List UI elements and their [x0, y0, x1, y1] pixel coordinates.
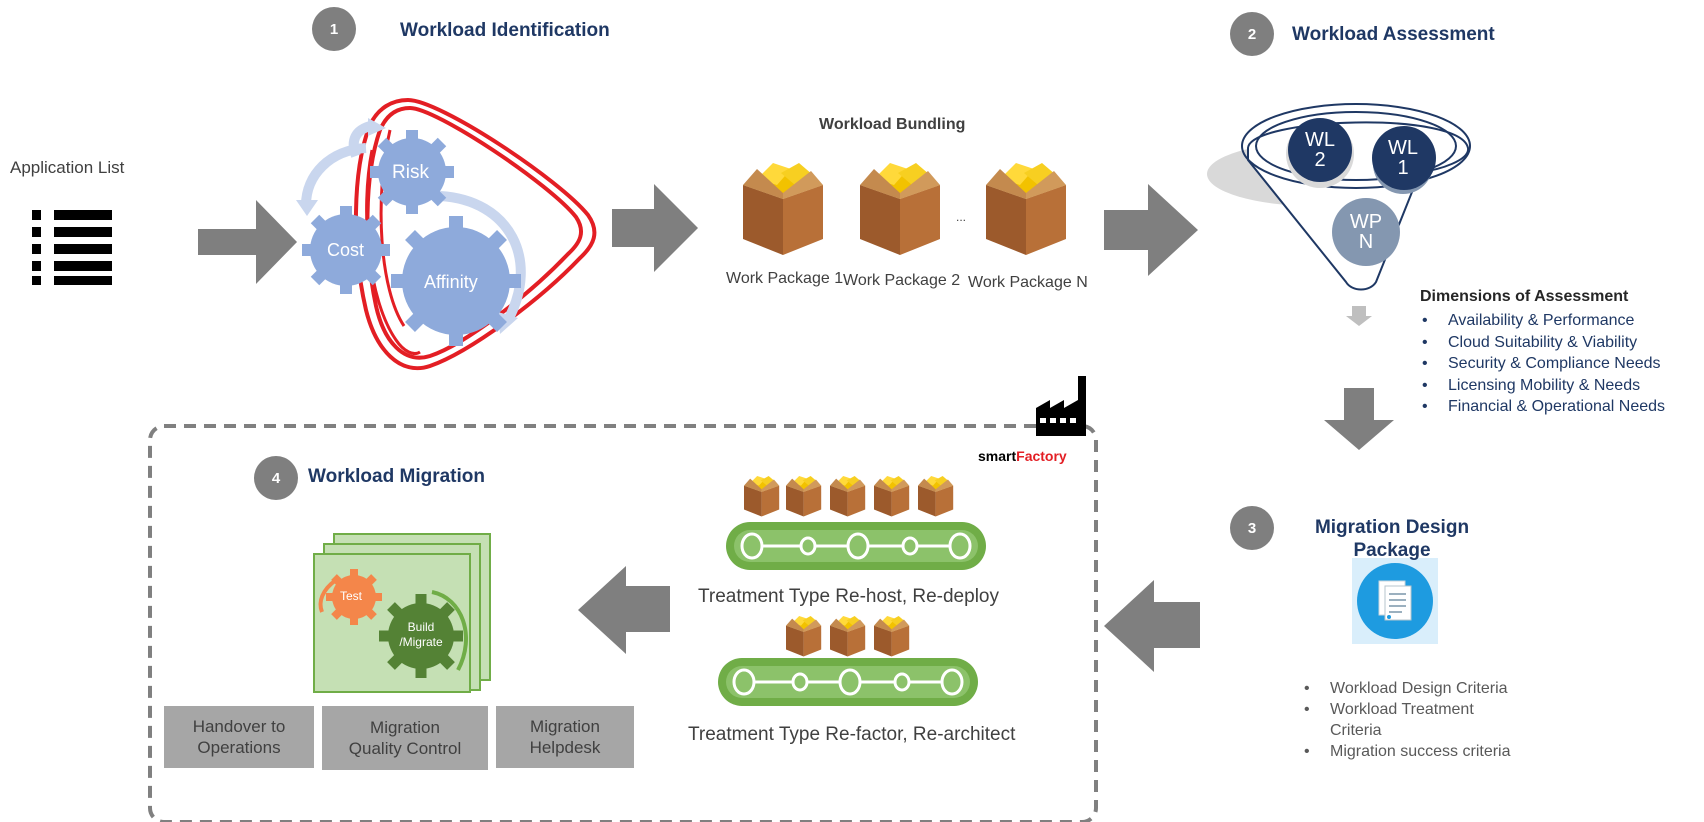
gear-risk-label: Risk	[392, 162, 429, 183]
funnel	[1207, 103, 1471, 291]
conveyor-rehost	[724, 520, 988, 572]
gear-build-line2: /Migrate	[399, 635, 443, 649]
application-list-label: Application List	[10, 158, 125, 177]
bundling-title: Workload Bundling	[819, 116, 966, 133]
criteria-item: Workload Design Criteria	[1302, 678, 1532, 699]
dimensions-list: Availability & Performance Cloud Suitabi…	[1420, 310, 1665, 418]
helpdesk-line1: Migration	[530, 717, 600, 736]
criteria-item: Workload Treatment Criteria	[1302, 699, 1500, 741]
arrow-right-3	[1104, 184, 1198, 276]
gear-risk	[370, 130, 454, 214]
dimension-item: Licensing Mobility & Needs	[1420, 375, 1665, 397]
gear-test	[326, 569, 382, 625]
conveyor-refactor-boxes	[786, 616, 910, 657]
gear-cost	[302, 206, 390, 294]
treatment-rehost-label: Treatment Type Re-host, Re-deploy	[698, 586, 999, 607]
cycle-arrowhead-2	[368, 118, 386, 136]
dimension-item: Financial & Operational Needs	[1420, 396, 1665, 418]
funnel-wl1-label: WL 1	[1383, 138, 1423, 178]
gear-affinity	[391, 216, 521, 346]
gear-build-line1: Build	[407, 620, 435, 634]
cycle-arrowhead-3	[498, 312, 518, 334]
design-criteria-list: Workload Design Criteria Workload Treatm…	[1302, 678, 1532, 762]
arrow-left-1	[1104, 580, 1200, 672]
criteria-item: Migration success criteria	[1302, 741, 1532, 762]
gear-test-label: Test	[340, 589, 363, 603]
step-4-badge: 4	[254, 456, 298, 500]
build-cycle-arrow	[431, 590, 468, 671]
handover-line1: Handover to	[192, 717, 286, 736]
arrow-right-2	[612, 184, 698, 272]
test-cycle-arrow	[318, 578, 338, 613]
brand-smart: smart	[978, 448, 1017, 464]
gear-affinity-label: Affinity	[424, 272, 478, 292]
dimension-item: Security & Compliance Needs	[1420, 353, 1665, 375]
quality-line1: Migration	[370, 718, 440, 737]
treatment-refactor-label: Treatment Type Re-factor, Re-architect	[688, 724, 1016, 745]
handover-box: Handover to Operations	[164, 706, 314, 768]
cycle-arrowhead-1	[296, 200, 318, 216]
gear-build	[379, 594, 463, 678]
migration-frame	[148, 424, 1098, 822]
arrow-right-1	[198, 200, 297, 284]
brand-factory: Factory	[1016, 448, 1067, 464]
step-1-title: Workload Identification	[400, 20, 610, 41]
package-box-icon	[986, 163, 1066, 255]
work-package-label: Work Package N	[968, 274, 1088, 291]
funnel-wl1-line1: WL	[1388, 137, 1418, 159]
step-1-badge: 1	[312, 7, 356, 51]
work-package-label: Work Package 1	[726, 270, 844, 287]
work-package-label: Work Package 2	[843, 272, 961, 289]
bundling-ellipsis: ...	[956, 210, 967, 224]
package-box-icon	[743, 163, 823, 255]
dimension-item: Availability & Performance	[1420, 310, 1665, 332]
funnel-wl1-line2: 1	[1397, 157, 1409, 179]
arrow-left-2	[578, 566, 670, 654]
funnel-wl2-line2: 2	[1314, 149, 1326, 171]
cycle-arrows	[301, 121, 526, 323]
quality-line2: Quality Control	[348, 739, 462, 758]
conveyor-refactor	[716, 656, 980, 708]
conveyor-rehost-boxes	[744, 476, 954, 517]
step-2-title: Workload Assessment	[1292, 24, 1495, 45]
step-3-badge: 3	[1230, 506, 1274, 550]
dimension-item: Cloud Suitability & Viability	[1420, 332, 1665, 354]
step-2-badge: 2	[1230, 12, 1274, 56]
funnel-wl2-line1: WL	[1305, 129, 1335, 151]
step-4-title: Workload Migration	[308, 466, 485, 487]
gear-cost-label: Cost	[327, 240, 365, 260]
funnel-wpn-label: WP N	[1346, 212, 1386, 252]
arrow-down-small	[1346, 306, 1372, 326]
funnel-wl2-label: WL 2	[1300, 130, 1340, 170]
step-3-title: Migration Design Package	[1314, 517, 1470, 561]
arrow-down-large	[1324, 388, 1394, 450]
document-icon	[1352, 558, 1438, 644]
dimensions-title: Dimensions of Assessment	[1420, 288, 1629, 305]
factory-icon	[1036, 376, 1086, 436]
funnel-wpn-line2: N	[1358, 231, 1374, 253]
funnel-wpn-line1: WP	[1349, 211, 1383, 233]
smartfactory-brand: smartFactory	[978, 448, 1067, 464]
list-icon	[32, 210, 112, 285]
gear-build-label: Build /Migrate	[396, 620, 446, 650]
helpdesk-line2: Helpdesk	[529, 738, 601, 757]
package-box-icon	[860, 163, 940, 255]
handover-line2: Operations	[197, 738, 281, 757]
